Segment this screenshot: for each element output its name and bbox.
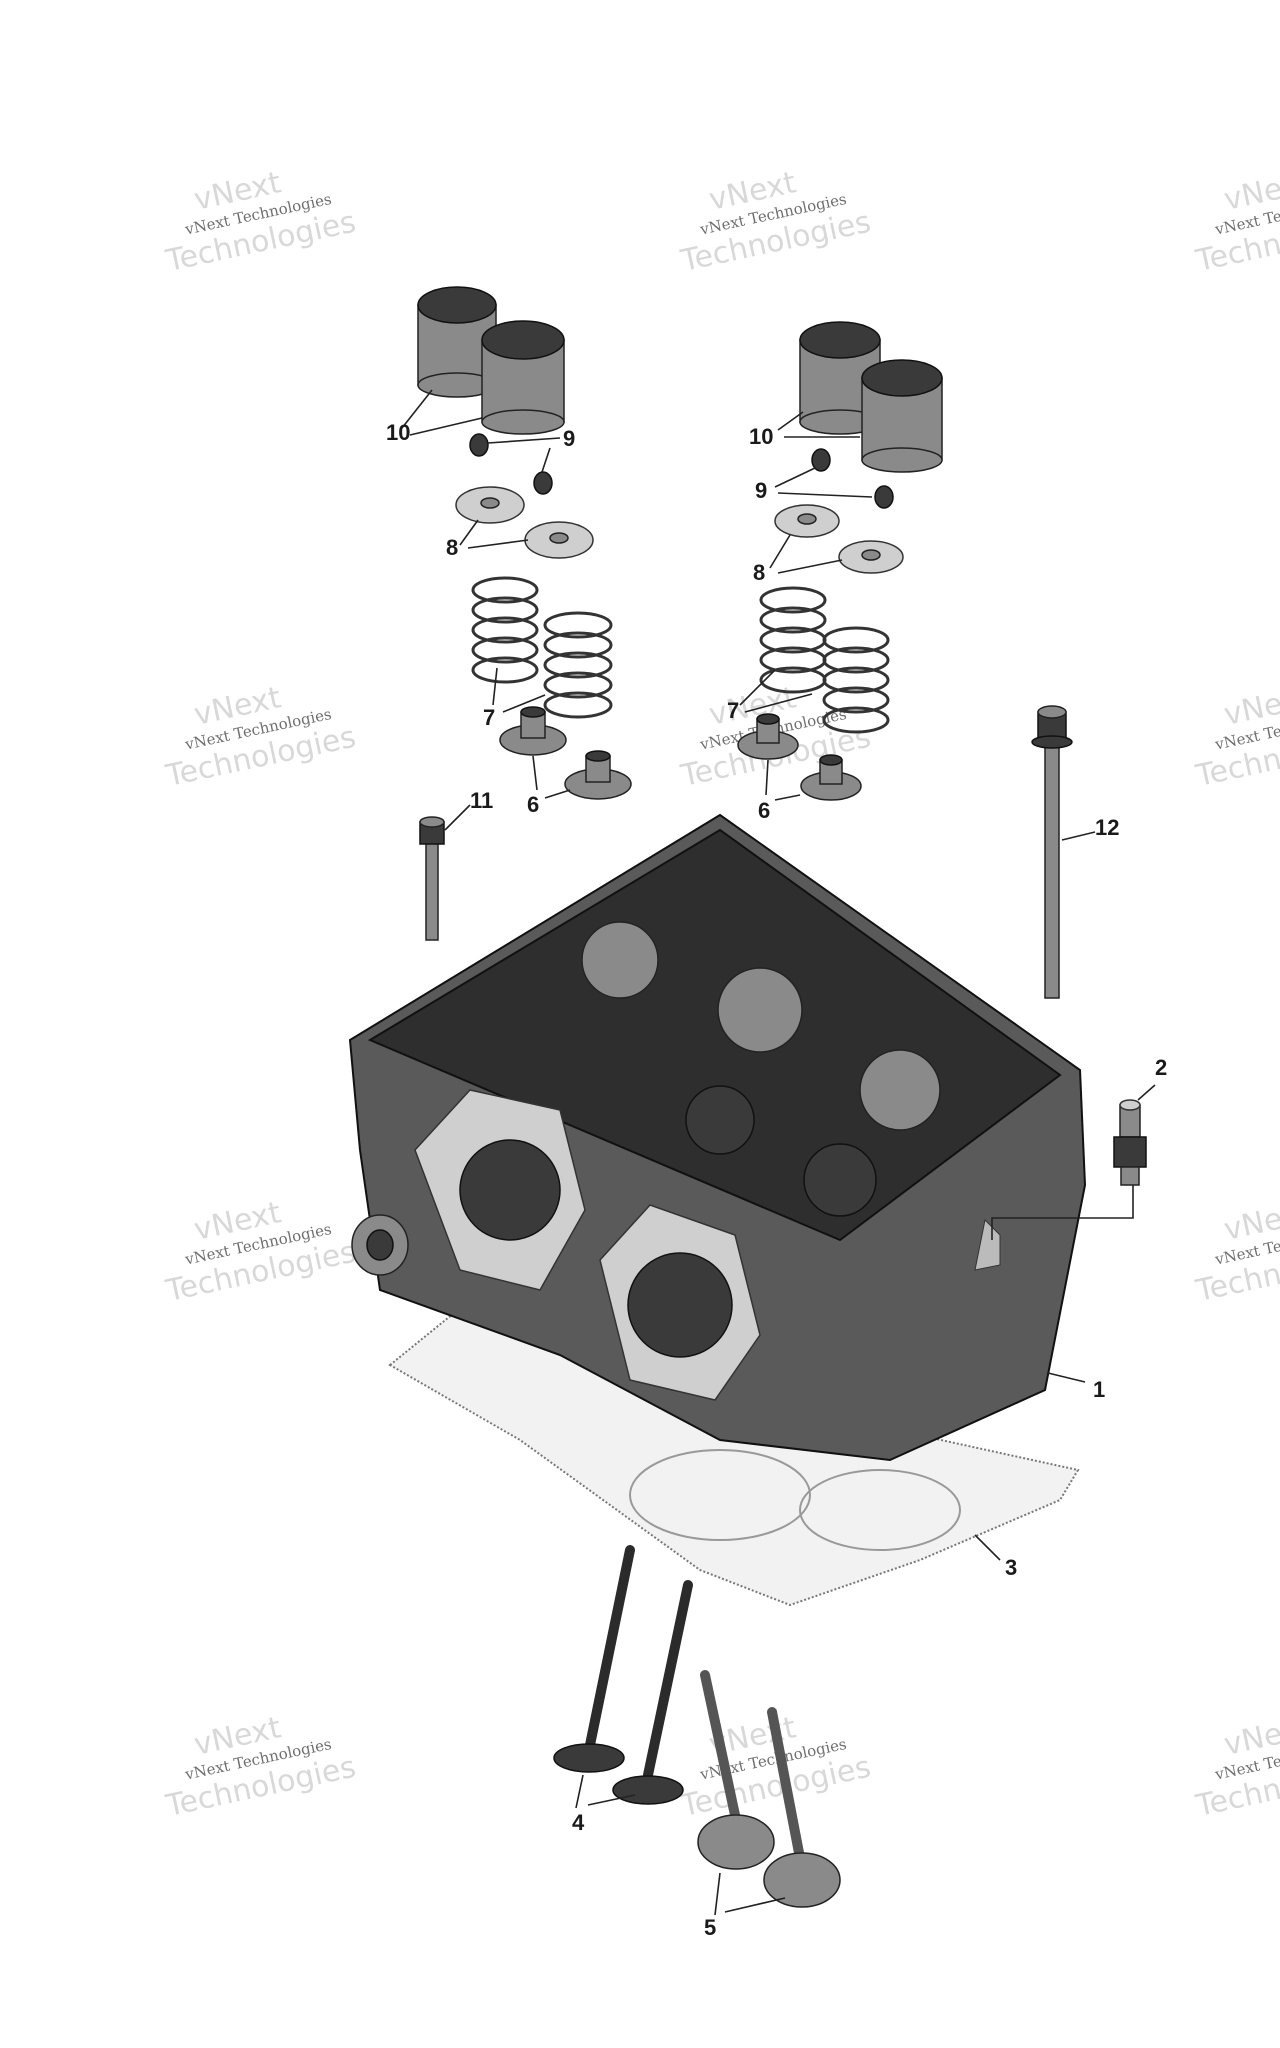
watermark: vNext vNext Technologies Technologies [1192, 680, 1280, 794]
leader-11 [444, 804, 471, 831]
spring-retainers-right [774, 504, 904, 574]
intake-valve [612, 1580, 693, 1805]
valve-lifter [861, 359, 943, 473]
callout-1: 1 [1093, 1377, 1105, 1402]
callout-labels: 1 2 3 4 5 6 6 7 7 8 8 9 9 10 10 11 12 [386, 420, 1167, 1940]
leader-6b [765, 759, 801, 801]
leader-8a [459, 519, 529, 549]
callout-9-right: 9 [755, 478, 767, 503]
intake-valve [553, 1545, 635, 1773]
callout-6-left: 6 [527, 792, 539, 817]
leader-12 [1061, 831, 1096, 841]
spring-retainer [838, 540, 904, 574]
callout-11: 11 [470, 788, 493, 813]
valve-keeper [874, 485, 894, 509]
valve-stem-seals-left [499, 706, 632, 800]
callout-3: 3 [1005, 1555, 1017, 1580]
leader-9b [774, 467, 873, 498]
watermark: vNext vNext Technologies Technologies [162, 680, 359, 794]
sensor-fitting [1113, 1099, 1147, 1186]
leader-1 [1047, 1372, 1086, 1383]
valve-keeper [811, 448, 831, 472]
leader-8b [769, 534, 843, 574]
valve-keepers-right [811, 448, 894, 509]
leader-2-fitting [991, 1185, 1134, 1240]
callout-10-left: 10 [386, 420, 410, 445]
callout-5: 5 [704, 1915, 716, 1940]
leader-10a [401, 389, 483, 436]
leader-7b [739, 669, 813, 713]
exhaust-valves [697, 1670, 841, 1908]
callout-12: 12 [1095, 815, 1119, 840]
leader-7a [492, 667, 546, 713]
valve-lifter-right-pair [799, 321, 943, 473]
short-bolt [419, 816, 445, 941]
callout-4: 4 [572, 1810, 585, 1835]
valve-stem-seal [499, 706, 567, 756]
callout-8-left: 8 [446, 535, 458, 560]
valve-spring [759, 586, 827, 694]
valve-lifter [481, 320, 565, 435]
leader-6a [532, 755, 571, 799]
callout-2: 2 [1155, 1055, 1167, 1080]
valve-spring [471, 576, 539, 684]
spring-retainer [455, 486, 525, 524]
valve-keeper [469, 433, 489, 457]
valve-springs-right [759, 586, 890, 734]
watermark: vNext vNext Technologies Technologies [162, 165, 359, 279]
leader-5 [714, 1872, 786, 1916]
exhaust-valve [763, 1707, 841, 1908]
valve-lifter-left-pair [417, 286, 565, 435]
valve-spring [543, 611, 613, 719]
exhaust-valve [697, 1670, 775, 1870]
watermark: vNext vNext Technologies Technologies [677, 165, 874, 279]
watermark: vNext vNext Technologies Technologies [162, 1195, 359, 1309]
watermark: vNext vNext Technologies Technologies [1192, 1710, 1280, 1824]
spring-retainer [774, 504, 840, 538]
callout-7-left: 7 [483, 705, 495, 730]
valve-stem-seals-right [737, 713, 862, 801]
callout-8-right: 8 [753, 560, 765, 585]
watermark: vNext vNext Technologies Technologies [1192, 1195, 1280, 1309]
callout-9-left: 9 [563, 426, 575, 451]
long-bolt [1031, 705, 1073, 999]
valve-keeper [533, 471, 553, 495]
valve-stem-seal [564, 750, 632, 800]
cylinder-head [348, 813, 1087, 1462]
spring-retainer [524, 521, 594, 559]
spring-retainers-left [455, 486, 594, 559]
leader-3 [974, 1534, 1001, 1561]
leader-4 [575, 1774, 636, 1809]
leader-10b [777, 411, 860, 438]
callout-6-right: 6 [758, 798, 770, 823]
leader-9a [487, 437, 561, 473]
valve-keepers-left [469, 433, 553, 495]
callout-7-right: 7 [727, 698, 739, 723]
leader-2 [1137, 1084, 1156, 1101]
intake-valves [553, 1545, 693, 1805]
callout-10-right: 10 [749, 424, 773, 449]
leader-lines [401, 389, 1156, 1916]
valve-springs-left [471, 576, 613, 719]
valve-stem-seal [737, 713, 799, 760]
watermark: vNext vNext Technologies Technologies [1192, 165, 1280, 279]
valve-spring [822, 626, 890, 734]
valve-stem-seal [800, 754, 862, 801]
watermark: vNext vNext Technologies Technologies [162, 1710, 359, 1824]
